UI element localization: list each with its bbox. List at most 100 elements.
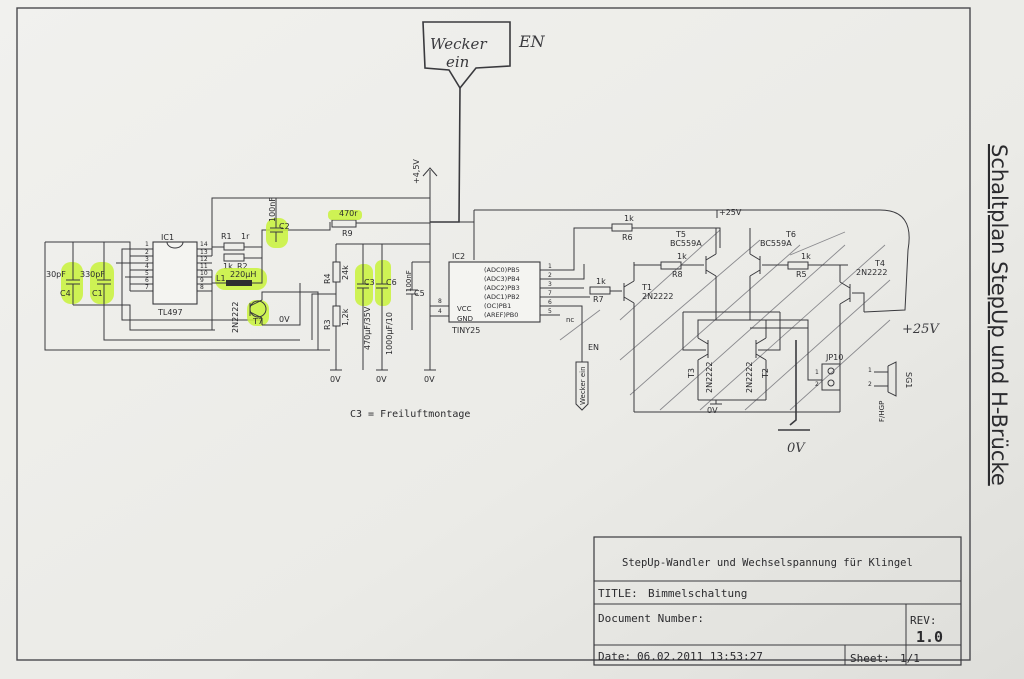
t3-label: T3: [687, 368, 696, 379]
svg-text:8: 8: [438, 298, 442, 305]
divider-wiring: [311, 243, 430, 370]
t3-value: 2N2222: [705, 362, 714, 393]
t4-transistor: T4 2N2222: [839, 259, 887, 412]
wecker-bubble: [422, 21, 511, 90]
svg-text:13: 13: [200, 249, 208, 256]
ic2-block: IC2 TINY25 VCC GND (ADC0)PB5 (ADC3)PB4 (…: [430, 252, 574, 335]
r9-value: 470r: [339, 209, 358, 218]
t1-transistor: T1 2N2222: [616, 262, 673, 412]
r4-label: R4: [323, 273, 332, 284]
t7-value: 2N2222: [231, 302, 240, 333]
t2-value: 2N2222: [745, 362, 754, 393]
gnd-hbridge: 0V: [707, 403, 722, 415]
t7-label: T7: [252, 317, 263, 326]
ic2-wiring: [560, 227, 612, 352]
c5-value: 100nF: [405, 270, 413, 292]
t5-transistor: T5 BC559A: [670, 228, 717, 320]
c2-label: C2: [279, 222, 290, 231]
c1-highlight: [90, 262, 114, 304]
ic2-label: IC2: [452, 252, 465, 261]
r5-label: R5: [796, 270, 807, 279]
f-hgp-label: F/HGP: [878, 401, 886, 422]
gnd-vcc: 0V: [424, 369, 436, 384]
c1-label: C1: [92, 289, 103, 298]
svg-text:2: 2: [868, 381, 872, 388]
c1-value: 330pF: [80, 270, 105, 279]
l1-value: 220µH: [230, 270, 256, 279]
t7-gnd-label: 0V: [279, 315, 290, 324]
c6-capacitor: C6 1000µF/10: [376, 244, 397, 370]
svg-text:11: 11: [200, 263, 208, 270]
title-block: StepUp-Wandler und Wechselspannung für K…: [593, 536, 962, 666]
r6-wiring: [632, 227, 721, 248]
c2-value: 100nF: [268, 197, 277, 222]
gnd-r3: 0V: [330, 369, 342, 384]
svg-text:3: 3: [548, 281, 552, 288]
hbridge-wiring: [634, 311, 840, 413]
c3-value: 470µF/35V: [363, 306, 372, 350]
r3-value: 1,2k: [341, 308, 350, 326]
c5-capacitor: 100nF C5: [405, 261, 430, 330]
c4-value: 30pF: [46, 270, 66, 279]
v25-rail-label: +25V: [719, 208, 742, 217]
r6-label: R6: [622, 233, 633, 242]
r8-label: R8: [672, 270, 683, 279]
svg-text:0V: 0V: [330, 375, 341, 384]
vcc-rail: +4,5V: [412, 159, 438, 370]
c4-label: C4: [60, 289, 71, 298]
svg-text:(ADC1)PB2: (ADC1)PB2: [484, 293, 520, 301]
svg-text:1: 1: [815, 369, 819, 376]
c3-highlight: [355, 264, 373, 306]
l1-inductor: L1 220µH: [215, 268, 267, 290]
t3-transistor: T3 2N2222: [687, 319, 716, 400]
r5-value: 1k: [801, 252, 811, 261]
tb-date-label: Date:: [598, 650, 631, 663]
r2-value: 1k: [223, 262, 233, 271]
t6-transistor: T6 BC559A: [749, 228, 796, 320]
c4-capacitor: 30pF C4: [46, 258, 80, 305]
t6-value: BC559A: [760, 239, 792, 248]
svg-text:4: 4: [145, 263, 149, 270]
svg-text:2: 2: [145, 249, 149, 256]
supply-25v-wire: [474, 209, 910, 313]
wecker-bubble-text: Wecker: [430, 35, 487, 53]
t6-label: T6: [785, 230, 796, 239]
svg-text:(ADC0)PB5: (ADC0)PB5: [484, 266, 520, 274]
t1-value: 2N2222: [642, 292, 673, 301]
c4-highlight: [61, 262, 83, 304]
supply-link-wire: [459, 210, 475, 260]
tb-title-label: TITLE:: [598, 587, 638, 600]
zero-hand-label: 0V: [787, 441, 806, 456]
c6-highlight: [375, 260, 391, 306]
r7-value: 1k: [596, 277, 606, 286]
tb-date-value: 06.02.2011 13:53:27: [637, 650, 763, 663]
ic1-label: IC1: [161, 233, 174, 242]
mid-wiring-1: [280, 283, 319, 350]
en-label-top: EN: [518, 32, 546, 51]
svg-text:12: 12: [200, 256, 208, 263]
c6-label: C6: [386, 278, 397, 287]
r9-label: R9: [342, 229, 353, 238]
jp10-label: JP10: [825, 353, 843, 362]
svg-text:0V: 0V: [707, 406, 718, 415]
svg-text:5: 5: [145, 270, 149, 277]
t4-label: T4: [874, 259, 885, 268]
svg-text:2: 2: [815, 381, 819, 388]
svg-text:6: 6: [548, 299, 552, 306]
r3-label: R3: [323, 319, 332, 330]
r8-value: 1k: [677, 252, 687, 261]
en-label-mid: EN: [588, 343, 599, 352]
gnd-c6: 0V: [376, 369, 388, 384]
svg-text:3: 3: [145, 256, 149, 263]
en-connector: EN Wecker ein: [575, 343, 599, 411]
left-wiring: [44, 241, 330, 351]
c6-value: 1000µF/10: [385, 312, 394, 355]
svg-text:2: 2: [548, 272, 552, 279]
tl497-label: TL497: [157, 308, 183, 317]
svg-text:(ADC2)PB3: (ADC2)PB3: [484, 284, 520, 292]
l1-label: L1: [216, 274, 226, 283]
tb-doc-label: Document Number:: [598, 612, 704, 625]
t4-value: 2N2222: [856, 268, 887, 277]
svg-text:1: 1: [548, 263, 552, 270]
